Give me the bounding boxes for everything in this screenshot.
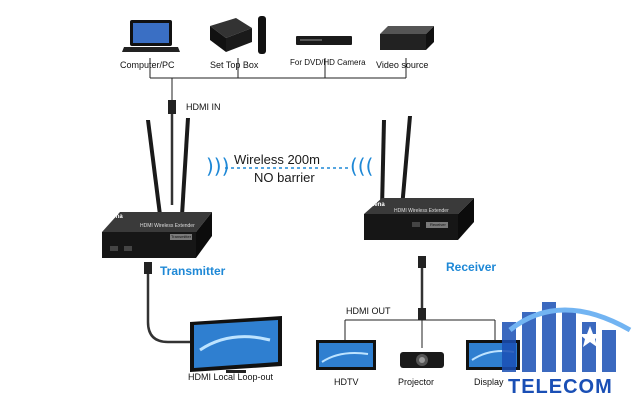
antenna	[380, 120, 386, 208]
antenna	[146, 120, 162, 215]
hdmi-out-label: HDMI OUT	[346, 306, 391, 316]
receiver-label: Receiver	[446, 260, 497, 274]
antenna	[180, 118, 190, 215]
logo-text: TELECOM	[508, 376, 613, 398]
output-label-display: Display	[474, 377, 504, 387]
source-label-settop: Set Top Box	[210, 60, 259, 70]
dvd-player-icon	[296, 34, 354, 53]
receiver-tag: Receiver	[430, 222, 446, 227]
wifi-signal-icon: (((	[350, 154, 374, 178]
antenna	[400, 116, 412, 208]
wireless-distance: Wireless 200m	[234, 152, 320, 167]
source-label-video: Video source	[376, 60, 429, 70]
transmitter-brand: Kena	[108, 214, 123, 220]
set-top-box-icon	[208, 12, 270, 61]
transmitter-tag: Transmitter	[171, 234, 192, 239]
output-label-hdtv: HDTV	[334, 377, 359, 387]
loopout-label: HDMI Local Loop-out	[188, 372, 274, 382]
hdmi-plug	[418, 256, 426, 268]
wifi-signal-icon: )))	[206, 154, 230, 178]
hdmi-plug	[418, 308, 426, 320]
hdmi-plug	[144, 262, 152, 274]
receiver-brand: Kena	[370, 202, 385, 208]
hdmi-plug	[168, 100, 176, 114]
video-source-icon	[380, 26, 434, 59]
source-label-dvd: For DVD/HD Camera	[290, 58, 366, 67]
laptop-icon	[122, 18, 180, 59]
hdmi-in-label: HDMI IN	[186, 102, 221, 112]
transmitter-label: Transmitter	[160, 264, 226, 278]
wireless-note: NO barrier	[254, 170, 315, 185]
output-label-projector: Projector	[398, 377, 435, 387]
transmitter-subtitle: HDMI Wireless Extender	[140, 223, 195, 229]
source-label-computer: Computer/PC	[120, 60, 175, 70]
receiver-subtitle: HDMI Wireless Extender	[394, 208, 449, 214]
